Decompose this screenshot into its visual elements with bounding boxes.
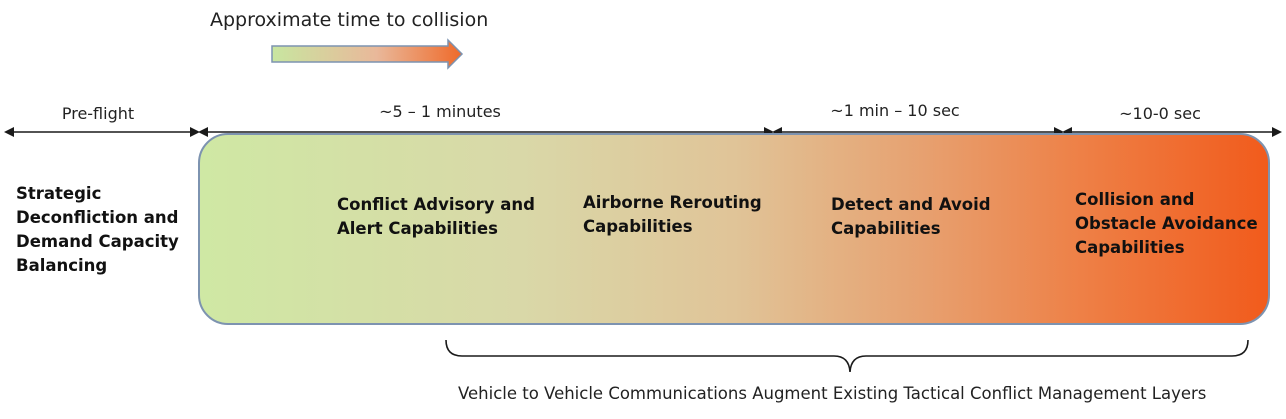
capability-line: Conflict Advisory and (337, 195, 535, 214)
phase-label-seconds: ~1 min – 10 sec (830, 101, 960, 120)
capability-line: Airborne Rerouting (583, 193, 762, 212)
capability-conflict-advisory: Conflict Advisory and Alert Capabilities (337, 193, 535, 241)
capability-line: Collision and (1075, 190, 1195, 209)
strategic-line: Strategic (16, 184, 102, 203)
capability-line: Detect and Avoid (831, 195, 991, 214)
capability-line: Obstacle Avoidance (1075, 214, 1258, 233)
capability-line: Alert Capabilities (337, 219, 498, 238)
time-to-collision-title: Approximate time to collision (210, 9, 489, 31)
arrowhead-left (198, 127, 208, 137)
capability-collision-obstacle-avoidance: Collision and Obstacle Avoidance Capabil… (1075, 188, 1258, 260)
capability-line: Capabilities (1075, 238, 1185, 257)
capability-detect-avoid: Detect and Avoid Capabilities (831, 193, 991, 241)
strategic-line: Balancing (16, 256, 108, 275)
arrowhead-left (4, 127, 14, 137)
capability-line: Capabilities (831, 219, 941, 238)
v2v-communications-caption: Vehicle to Vehicle Communications Augmen… (458, 384, 1207, 403)
capability-line: Capabilities (583, 217, 693, 236)
arrowhead-right (190, 127, 200, 137)
phase-label-preflight: Pre-flight (61, 104, 135, 123)
phase-label-final: ~10-0 sec (1119, 104, 1201, 123)
phase-label-minutes: ~5 – 1 minutes (379, 102, 501, 121)
arrowhead-right (1272, 127, 1282, 137)
tactical-layers-band (198, 133, 1270, 325)
communications-brace (445, 339, 1249, 373)
strategic-line: Demand Capacity (16, 232, 179, 251)
time-direction-arrow (271, 38, 464, 70)
strategic-deconfliction-label: Strategic Deconfliction and Demand Capac… (16, 182, 179, 278)
strategic-line: Deconfliction and (16, 208, 179, 227)
capability-airborne-rerouting: Airborne Rerouting Capabilities (583, 191, 762, 239)
